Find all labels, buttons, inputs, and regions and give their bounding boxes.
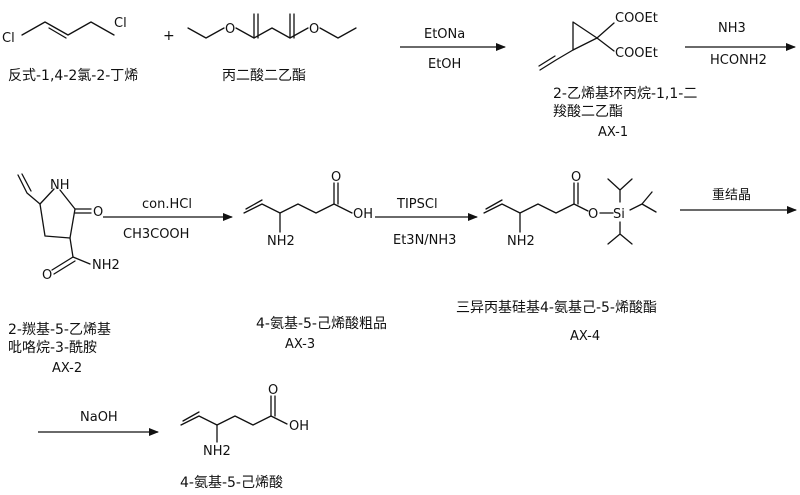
- ester-carbonyl-oxygen: O: [571, 170, 581, 185]
- process-recrystallization: 重结晶: [712, 187, 751, 203]
- ax4-amine-nh2-label: NH2: [507, 234, 535, 249]
- ax4-code: AX-4: [570, 329, 600, 344]
- ax3-name: 4-氨基-5-己烯酸粗品: [256, 315, 387, 332]
- ax3-structure: O OH NH2: [243, 170, 373, 249]
- ax2-name-line1: 2-羰基-5-乙烯基: [8, 321, 111, 338]
- solvent-formamide: HCONH2: [710, 53, 767, 68]
- ax4-structure: O O Si NH2: [483, 170, 657, 249]
- ax1-name-line2: 羧酸二乙酯: [553, 104, 623, 120]
- final-carbonyl-oxygen: O: [268, 383, 278, 398]
- ax2-structure: NH O O NH2: [17, 173, 120, 283]
- cooet-group-bottom: COOEt: [615, 46, 658, 61]
- ax1-name-line1: 2-乙烯基环丙烷-1,1-二: [553, 85, 697, 102]
- reagent-naoh: NaOH: [80, 410, 118, 425]
- plus-sign: +: [163, 28, 175, 44]
- dichlorobutene-structure: Cl Cl: [2, 16, 127, 46]
- ester-oxygen-right: O: [309, 22, 319, 37]
- ax1-structure: COOEt COOEt: [538, 11, 658, 71]
- final-product-structure: O OH NH2: [180, 383, 309, 459]
- chlorine-atom-left: Cl: [2, 31, 15, 46]
- ax1-code: AX-1: [598, 125, 628, 140]
- solvent-acetic-acid: CH3COOH: [123, 227, 189, 242]
- reagent-base: Et3N/NH3: [393, 233, 456, 248]
- final-product-name: 4-氨基-5-己烯酸: [180, 474, 283, 491]
- chlorine-atom-right: Cl: [114, 16, 127, 31]
- silyl-ester-oxygen: O: [588, 207, 598, 222]
- silicon-atom: Si: [613, 207, 625, 222]
- ax3-code: AX-3: [285, 337, 315, 352]
- final-amine-nh2-label: NH2: [203, 444, 231, 459]
- diethyl-malonate-name: 丙二酸二乙酯: [222, 68, 306, 84]
- reagent-etona: EtONa: [424, 27, 465, 42]
- ring-nh-label: NH: [50, 178, 70, 193]
- acid-oh-label: OH: [353, 207, 373, 222]
- dichlorobutene-name: 反式-1,4-2氯-2-丁烯: [8, 68, 138, 84]
- ax2-name-line2: 吡咯烷-3-酰胺: [8, 340, 97, 356]
- ax4-name: 三异丙基硅基4-氨基己-5-烯酸酯: [456, 299, 657, 316]
- lactam-oxygen: O: [93, 205, 103, 220]
- ester-oxygen-left: O: [225, 22, 235, 37]
- diethyl-malonate-structure: O O: [187, 13, 357, 39]
- ax2-code: AX-2: [52, 361, 82, 376]
- cooet-group-top: COOEt: [615, 11, 658, 26]
- reagent-ammonia: NH3: [718, 21, 746, 36]
- reagent-conc-hcl: con.HCl: [142, 197, 192, 212]
- amide-nh2-label: NH2: [92, 258, 120, 273]
- final-oh-label: OH: [289, 419, 309, 434]
- amine-nh2-label: NH2: [267, 234, 295, 249]
- reagent-tipscl: TIPSCl: [396, 197, 438, 212]
- amide-oxygen: O: [42, 268, 52, 283]
- acid-carbonyl-oxygen: O: [331, 170, 341, 185]
- solvent-etoh: EtOH: [428, 57, 461, 72]
